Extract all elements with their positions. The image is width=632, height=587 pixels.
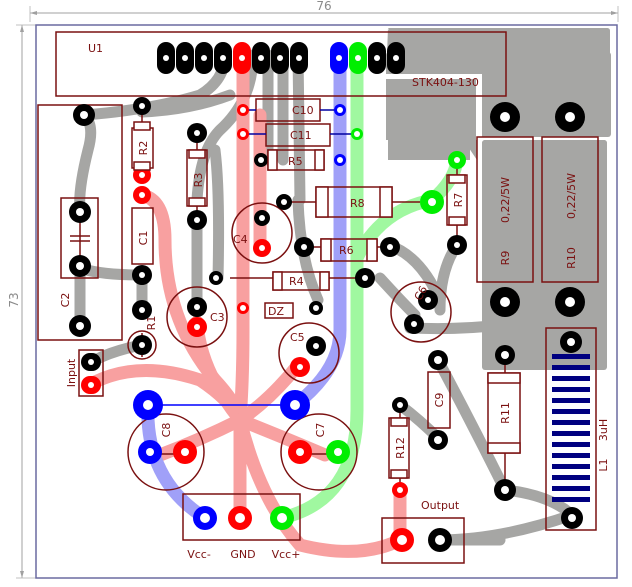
c5-label: C5 bbox=[290, 331, 305, 344]
c6-outline bbox=[390, 281, 452, 343]
pads[interactable] bbox=[69, 97, 585, 552]
c11-label: C11 bbox=[290, 129, 312, 142]
c1-label: C1 bbox=[137, 231, 150, 246]
dz-outline bbox=[264, 302, 294, 319]
r10-value: 0,22/5W bbox=[565, 173, 578, 219]
r1-label: R1 bbox=[145, 316, 158, 331]
r10-outline bbox=[541, 136, 599, 283]
r1-outline bbox=[127, 330, 157, 360]
output-connector-outline bbox=[381, 517, 465, 564]
r7-label: R7 bbox=[452, 193, 465, 208]
height-label: 73 bbox=[7, 292, 21, 307]
c7-label: C7 bbox=[314, 423, 327, 438]
r4-label: R4 bbox=[289, 275, 304, 288]
dimension-width: 76 bbox=[29, 0, 619, 22]
c11-outline bbox=[265, 123, 331, 147]
c9-label: C9 bbox=[433, 393, 446, 408]
u1-outline bbox=[55, 31, 507, 97]
gnd-label: GND bbox=[230, 548, 255, 561]
c8-label: C8 bbox=[160, 423, 173, 438]
l1-coil bbox=[552, 354, 590, 502]
dz-label: DZ bbox=[268, 305, 284, 318]
r6-label: R6 bbox=[339, 244, 354, 257]
r5-label: R5 bbox=[288, 155, 303, 168]
r8-label: R8 bbox=[350, 197, 365, 210]
c7-outline bbox=[280, 413, 358, 491]
l1-outline bbox=[545, 327, 597, 531]
dimension-height: 73 bbox=[7, 24, 36, 579]
c2-label: C2 bbox=[59, 293, 72, 308]
vpos-label: Vcc+ bbox=[272, 548, 301, 561]
gnd-traces bbox=[88, 48, 407, 558]
u1-label: U1 bbox=[88, 42, 103, 55]
width-label: 76 bbox=[316, 0, 331, 13]
r10-label: R10 bbox=[565, 247, 578, 269]
l1-label: L1 bbox=[597, 458, 610, 471]
c1-outline bbox=[131, 207, 154, 265]
r2-label: R2 bbox=[137, 141, 150, 156]
r11-label: R11 bbox=[499, 402, 512, 424]
c4-outline bbox=[231, 202, 293, 264]
vneg-label: Vcc- bbox=[187, 548, 211, 561]
c3-outline bbox=[166, 286, 228, 348]
u1-part-label: STK404-130 bbox=[412, 76, 479, 89]
c2-body-outline bbox=[60, 197, 99, 279]
r3-label: R3 bbox=[192, 173, 205, 188]
r9-value: 0,22/5W bbox=[499, 177, 512, 223]
c9-outline bbox=[427, 371, 451, 429]
output-label: Output bbox=[421, 499, 460, 512]
c8-outline bbox=[127, 413, 205, 491]
c4-label: C4 bbox=[233, 233, 248, 246]
r12-label: R12 bbox=[394, 437, 407, 459]
l1-value: 3uH bbox=[597, 419, 610, 441]
c3-label: C3 bbox=[210, 311, 225, 324]
r9-outline bbox=[476, 136, 534, 283]
r9-label: R9 bbox=[499, 251, 512, 266]
u1-pins[interactable] bbox=[157, 42, 405, 74]
c5-outline bbox=[278, 322, 340, 384]
input-label: Input bbox=[65, 358, 78, 387]
c10-label: C10 bbox=[292, 104, 314, 117]
c6-label: C6 bbox=[412, 284, 431, 303]
power-connector-outline bbox=[182, 493, 301, 541]
input-connector-outline bbox=[78, 349, 104, 397]
